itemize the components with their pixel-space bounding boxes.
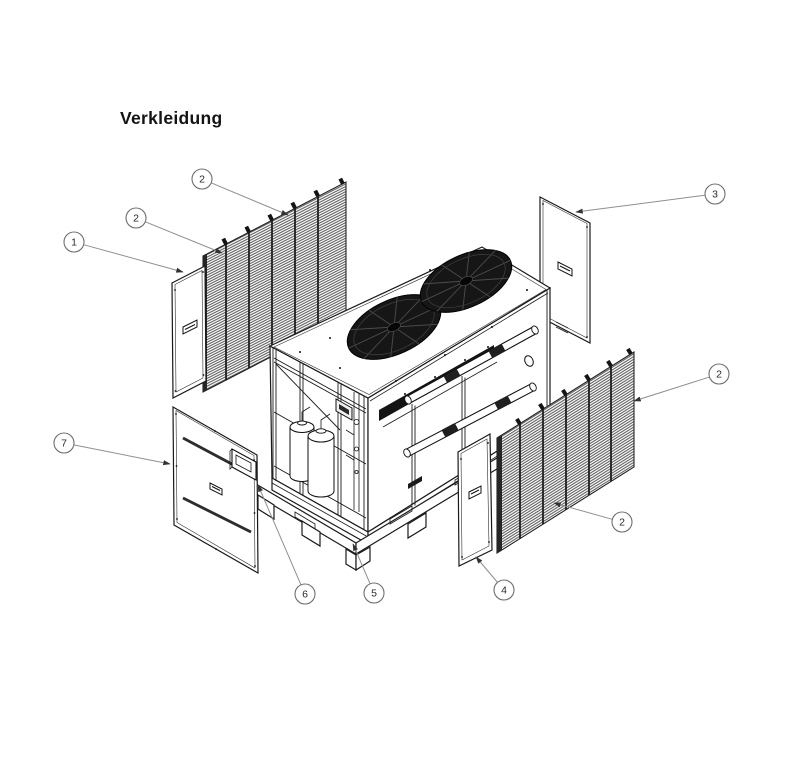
main-unit: [255, 246, 552, 572]
callout-5: 5: [363, 582, 385, 604]
callout-2-back-upper: 2: [191, 168, 213, 190]
svg-text:1: 1: [71, 237, 77, 249]
leader-lines: [74, 182, 710, 585]
leader-4: [475, 556, 498, 583]
display-unit: [229, 448, 257, 481]
svg-text:2: 2: [199, 174, 205, 186]
leader-2-right-upper: [633, 376, 710, 402]
svg-text:2: 2: [133, 213, 139, 225]
fan-top-front: [346, 294, 442, 360]
svg-text:6: 6: [302, 589, 308, 601]
svg-text:3: 3: [712, 189, 718, 201]
callout-2-right-lower: 2: [611, 511, 633, 533]
figure-title: Verkleidung: [120, 108, 223, 128]
fan-top-back: [419, 249, 513, 313]
panel-1-handle: [182, 319, 198, 335]
callout-1: 1: [63, 231, 85, 253]
grille-panels-right: [496, 347, 635, 554]
svg-text:2: 2: [716, 369, 722, 381]
unit-internals-left: [272, 348, 367, 529]
callout-4: 4: [493, 579, 515, 601]
pipe-port-hole: [524, 355, 534, 367]
callout-2-right-upper: 2: [708, 363, 730, 385]
callout-7: 7: [53, 432, 75, 454]
callouts: 1 2 2 3 2 2 4 5: [53, 168, 730, 605]
leader-2-back-upper: [211, 182, 289, 216]
svg-text:4: 4: [501, 585, 507, 597]
panel-4-front: [457, 432, 493, 567]
callout-2-back-lower: 2: [125, 207, 147, 229]
panel-7-handle: [209, 482, 223, 496]
svg-text:5: 5: [371, 588, 377, 600]
leader-2-back-lower: [145, 221, 223, 254]
callout-6: 6: [294, 583, 316, 605]
leader-1: [83, 244, 184, 273]
leader-3: [575, 194, 705, 214]
panel-4-handle: [468, 485, 482, 500]
panel-7-front: [172, 405, 259, 575]
callout-3: 3: [704, 183, 726, 205]
panel-1-side: [171, 265, 207, 399]
leader-7: [74, 444, 171, 466]
refrigerant-pipes: [403, 325, 539, 458]
leader-5: [352, 543, 371, 584]
leader-6: [257, 484, 302, 585]
compressors: [289, 406, 335, 498]
svg-text:2: 2: [619, 517, 625, 529]
svg-text:7: 7: [61, 438, 67, 450]
panel-3-handle: [557, 261, 573, 277]
unit-top-face: [268, 246, 552, 399]
panel-3-side: [539, 196, 591, 344]
leader-2-right-lower: [553, 502, 613, 520]
